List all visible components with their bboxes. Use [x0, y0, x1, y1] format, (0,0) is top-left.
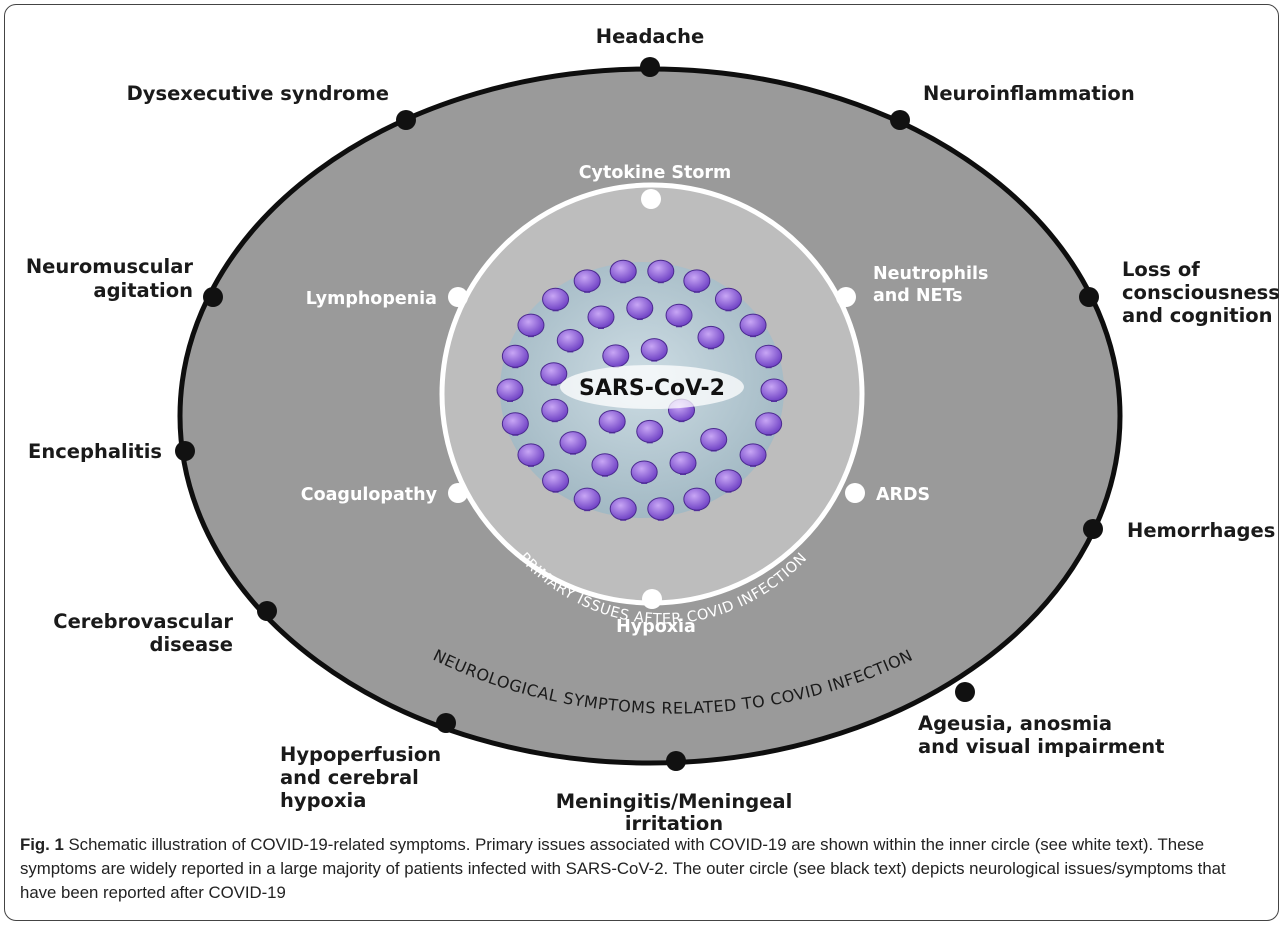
- neuroinflammation-dot: [890, 110, 910, 130]
- label-meningitis-2: irritation: [625, 812, 723, 830]
- caption-prefix: Fig. 1: [20, 835, 64, 854]
- coagulopathy-dot: [448, 483, 468, 503]
- cytokine-dot: [641, 189, 661, 209]
- neutrophils-dot: [836, 287, 856, 307]
- caption-text: Schematic illustration of COVID-19-relat…: [20, 835, 1226, 902]
- label-ageusia-1: Ageusia, anosmia: [918, 712, 1112, 735]
- meningitis-dot: [666, 751, 686, 771]
- outer-dots: [175, 57, 1103, 771]
- spike-protein: [540, 362, 568, 386]
- label-neuromuscular-2: agitation: [93, 279, 193, 302]
- headache-dot: [640, 57, 660, 77]
- loss-of-consciousness-dot: [1079, 287, 1099, 307]
- spike-protein: [598, 409, 626, 434]
- label-neuromuscular-1: Neuromuscular: [26, 255, 194, 278]
- virus-label-backdrop: [560, 365, 744, 409]
- spike-protein: [647, 497, 675, 521]
- label-meningitis-1: Meningitis/Meningeal: [556, 790, 793, 813]
- spike-protein: [517, 443, 545, 467]
- label-loss-3: and cognition: [1122, 304, 1273, 327]
- label-dysexecutive: Dysexecutive syndrome: [127, 82, 389, 105]
- label-lymphopenia: Lymphopenia: [306, 289, 437, 309]
- spike-protein: [542, 287, 570, 312]
- label-ards: ARDS: [876, 485, 930, 505]
- spike-protein: [739, 313, 767, 338]
- spike-protein: [573, 269, 601, 293]
- ageusia-dot: [955, 682, 975, 702]
- spike-protein: [714, 469, 742, 493]
- spike-protein: [665, 303, 693, 328]
- virus-illustration: SARS-CoV-2: [496, 259, 788, 521]
- spike-protein: [739, 443, 767, 467]
- spike-protein: [755, 344, 783, 369]
- label-hemorrhages: Hemorrhages: [1127, 519, 1275, 542]
- hemorrhages-dot: [1083, 519, 1103, 539]
- spike-protein: [626, 296, 654, 321]
- spike-protein: [556, 328, 584, 353]
- label-encephalitis: Encephalitis: [28, 440, 162, 463]
- label-loss-1: Loss of: [1122, 258, 1200, 281]
- neuromuscular-dot: [203, 287, 223, 307]
- encephalitis-dot: [175, 441, 195, 461]
- cerebrovascular-dot: [257, 601, 277, 621]
- lymphopenia-dot: [448, 287, 468, 307]
- label-neutrophils-2: and NETs: [873, 286, 963, 306]
- inner-labels: Cytokine Storm Lymphopenia Neutrophils a…: [301, 163, 989, 637]
- outer-labels: Headache Neuroinflammation Dysexecutive …: [26, 25, 1280, 830]
- label-neutrophils-1: Neutrophils: [873, 264, 988, 284]
- spike-protein: [760, 378, 788, 402]
- spike-protein: [517, 313, 545, 338]
- hypoxia-dot: [642, 589, 662, 609]
- dysexecutive-dot: [396, 110, 416, 130]
- spike-protein: [573, 487, 601, 512]
- label-hypoperfusion-2: and cerebral: [280, 766, 419, 789]
- spike-protein: [609, 497, 637, 521]
- label-hypoperfusion-3: hypoxia: [280, 789, 366, 812]
- spike-protein: [755, 412, 783, 436]
- label-coagulopathy: Coagulopathy: [301, 485, 438, 505]
- spike-protein: [683, 269, 711, 293]
- spike-protein: [501, 412, 529, 436]
- label-loss-2: consciousness: [1122, 281, 1280, 304]
- spike-protein: [700, 428, 728, 452]
- spike-protein: [697, 325, 725, 350]
- spike-protein: [591, 453, 619, 477]
- spike-protein: [541, 398, 569, 423]
- spike-protein: [640, 338, 668, 362]
- figure-caption: Fig. 1 Schematic illustration of COVID-1…: [20, 833, 1265, 905]
- ards-dot: [845, 483, 865, 503]
- hypoperfusion-dot: [436, 713, 456, 733]
- spike-protein: [496, 378, 524, 402]
- spike-protein: [647, 259, 675, 284]
- label-neuroinflammation: Neuroinflammation: [923, 82, 1135, 105]
- spike-protein: [636, 419, 664, 444]
- symptom-diagram: SARS-CoV-2 PRIMARY ISSUES AFTER COVID IN…: [26, 25, 1280, 830]
- virus-label: SARS-CoV-2: [579, 376, 725, 401]
- label-hypoxia: Hypoxia: [616, 617, 696, 637]
- label-cerebrovascular-1: Cerebrovascular: [53, 610, 233, 633]
- label-headache: Headache: [596, 25, 705, 48]
- spike-protein: [542, 469, 570, 493]
- spike-protein: [683, 487, 711, 512]
- spike-protein: [669, 451, 697, 475]
- inner-dots: [448, 189, 865, 609]
- spike-protein: [559, 431, 587, 455]
- spike-protein: [501, 344, 529, 369]
- label-ageusia-2: and visual impairment: [918, 735, 1164, 758]
- spike-protein: [587, 305, 615, 330]
- label-cytokine: Cytokine Storm: [579, 163, 732, 183]
- spike-protein: [630, 460, 658, 484]
- label-hypoperfusion-1: Hypoperfusion: [280, 743, 441, 766]
- spike-protein: [609, 259, 637, 284]
- label-cerebrovascular-2: disease: [150, 633, 233, 656]
- spike-protein: [714, 287, 742, 312]
